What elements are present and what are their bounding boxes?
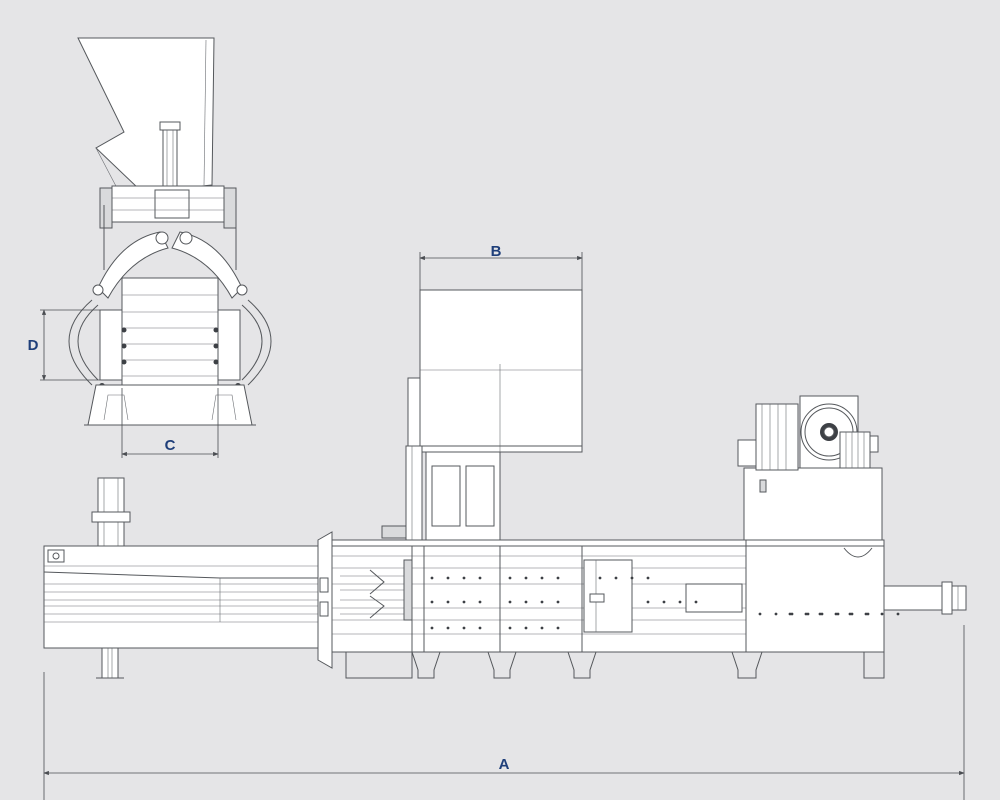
bolt bbox=[446, 576, 450, 580]
side-view bbox=[43, 252, 967, 800]
bolt bbox=[430, 576, 434, 580]
bolt bbox=[836, 612, 840, 616]
bolt bbox=[430, 626, 434, 630]
bolt bbox=[478, 600, 482, 604]
side-view-hopper-box bbox=[419, 289, 583, 453]
bolt bbox=[556, 626, 560, 630]
bolt bbox=[848, 612, 852, 616]
bolt bbox=[896, 612, 900, 616]
bolt bbox=[556, 600, 560, 604]
dimension-label-c: C bbox=[165, 437, 176, 454]
dimension-label-a: A bbox=[499, 756, 510, 773]
bolt bbox=[820, 612, 824, 616]
bolt bbox=[788, 612, 792, 616]
bolt bbox=[646, 576, 650, 580]
bolt bbox=[790, 612, 794, 616]
bolt bbox=[462, 626, 466, 630]
bolt bbox=[678, 600, 682, 604]
front-view bbox=[40, 37, 272, 458]
dimension-label-d: D bbox=[28, 337, 39, 354]
bolt bbox=[880, 612, 884, 616]
bolt bbox=[508, 576, 512, 580]
bolt bbox=[446, 626, 450, 630]
bolt bbox=[462, 600, 466, 604]
bolt bbox=[478, 576, 482, 580]
bolt bbox=[446, 600, 450, 604]
bolt bbox=[524, 626, 528, 630]
bolt bbox=[818, 612, 822, 616]
front-view-hopper bbox=[77, 37, 215, 191]
bolt bbox=[694, 600, 698, 604]
bolt bbox=[524, 600, 528, 604]
front-view-right-arm bbox=[171, 231, 243, 299]
front-view-top-cylinder bbox=[162, 121, 178, 191]
bolt bbox=[478, 626, 482, 630]
bolt bbox=[630, 576, 634, 580]
bolt bbox=[758, 612, 762, 616]
side-view-exit-cylinder bbox=[883, 585, 943, 611]
bolt bbox=[774, 612, 778, 616]
bolt bbox=[540, 600, 544, 604]
bolt bbox=[866, 612, 870, 616]
dimension-label-b: B bbox=[491, 243, 502, 260]
side-view-power-pack bbox=[743, 467, 883, 541]
bolt bbox=[834, 612, 838, 616]
front-view-left-arm bbox=[97, 231, 169, 299]
front-view-bale-chamber bbox=[121, 277, 219, 389]
bolt bbox=[540, 626, 544, 630]
bolt bbox=[508, 600, 512, 604]
chamber-bolts bbox=[430, 576, 900, 630]
bolt bbox=[540, 576, 544, 580]
bolt bbox=[524, 576, 528, 580]
bolt bbox=[462, 576, 466, 580]
bolt bbox=[598, 576, 602, 580]
bolt bbox=[850, 612, 854, 616]
bolt bbox=[804, 612, 808, 616]
bolt bbox=[806, 612, 810, 616]
bolt bbox=[508, 626, 512, 630]
front-view-base bbox=[87, 384, 253, 426]
bolt bbox=[614, 576, 618, 580]
bolt bbox=[864, 612, 868, 616]
bolt bbox=[662, 600, 666, 604]
bolt bbox=[556, 576, 560, 580]
motor bbox=[755, 403, 799, 471]
bolt bbox=[430, 600, 434, 604]
bolt bbox=[646, 600, 650, 604]
side-view-ram-housing bbox=[43, 545, 321, 649]
